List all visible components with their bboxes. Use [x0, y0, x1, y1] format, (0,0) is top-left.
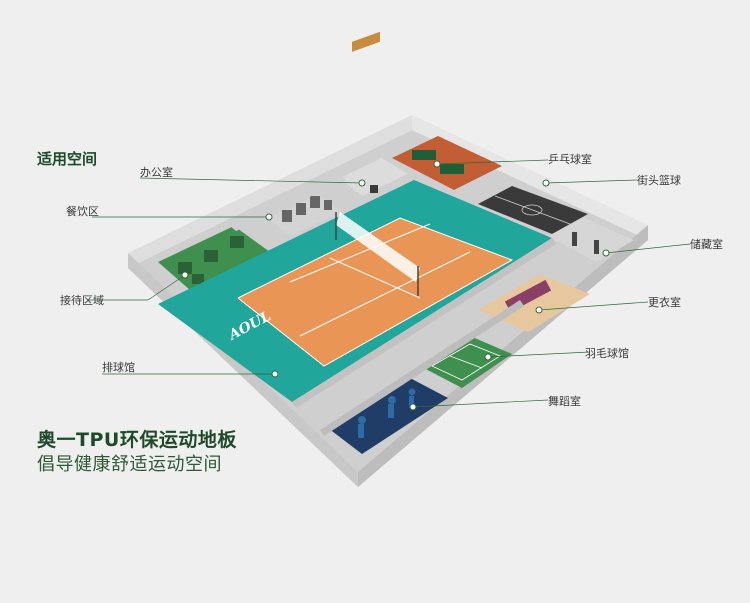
court-lines	[237, 217, 514, 367]
volleyball-court	[238, 218, 512, 366]
corridor-wall-2	[320, 300, 524, 436]
office-chair	[370, 185, 378, 193]
table-tennis-floor	[392, 136, 502, 190]
dining-tables	[282, 196, 332, 222]
label-badminton: 羽毛球馆	[585, 347, 629, 360]
outer-wall-right	[412, 115, 648, 240]
label-dance: 舞蹈室	[548, 395, 581, 408]
label-street-basketball: 街头篮球	[637, 174, 681, 187]
label-reception: 接待区域	[60, 294, 104, 307]
label-storage: 储藏室	[690, 238, 723, 251]
outer-wall-left	[128, 115, 412, 268]
basketball-lines	[494, 195, 571, 225]
subline: 倡导健康舒适运动空间	[37, 454, 222, 475]
table-tennis-tables	[412, 150, 464, 174]
badminton-lines	[431, 343, 501, 381]
dancer-silhouettes	[358, 388, 416, 438]
volleyball-net	[336, 212, 420, 282]
label-table-tennis: 乒乓球室	[548, 153, 592, 166]
reception-sofas	[178, 236, 244, 284]
section-title: 适用空间	[37, 150, 98, 168]
headline: 奥一TPU环保运动地板	[37, 429, 237, 451]
leader-lines	[88, 159, 691, 408]
corridor-wall-1	[292, 238, 556, 408]
leader-dots	[181, 160, 610, 411]
label-volleyball: 排球馆	[102, 361, 135, 374]
label-locker: 更衣室	[648, 296, 681, 309]
office-floor	[340, 158, 408, 196]
storage-racks	[572, 232, 599, 254]
office-desk	[352, 31, 380, 52]
label-office: 办公室	[140, 166, 173, 179]
label-dining: 餐饮区	[66, 205, 99, 218]
storage-floor	[548, 218, 634, 262]
